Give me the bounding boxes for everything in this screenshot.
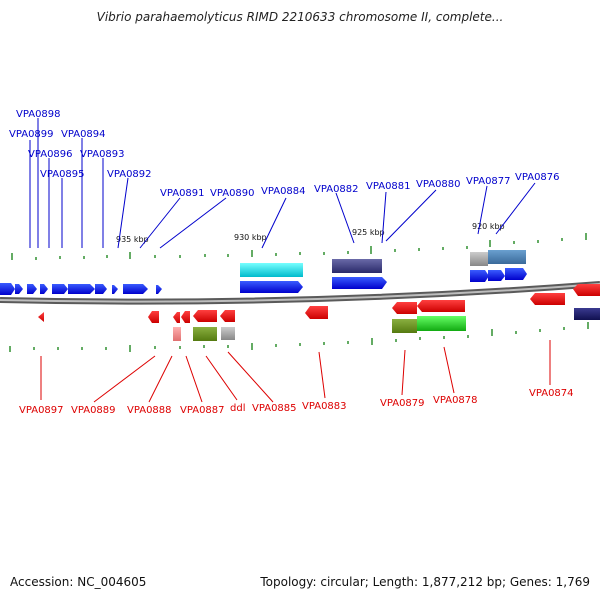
gene-arrow-rev[interactable] [417,300,465,312]
gene-arrow-rev[interactable] [573,284,600,296]
gene-arrow-fwd[interactable] [40,284,48,294]
scale-label-925: 925 kbp [352,228,385,237]
feature-box-olive-2[interactable] [392,319,417,333]
gene-label[interactable]: VPA0898 [16,109,61,120]
map-title: Vibrio parahaemolyticus RIMD 2210633 chr… [96,10,504,24]
gene-arrow-rev[interactable] [193,310,217,322]
reverse-strand-genes[interactable] [38,284,600,323]
gene-arrow-rev[interactable] [530,293,565,305]
gene-label[interactable]: VPA0874 [529,388,574,399]
gene-arrow-fwd[interactable] [505,268,527,280]
gene-label[interactable]: VPA0895 [40,169,85,180]
gene-label[interactable]: VPA0894 [61,129,106,140]
gene-label[interactable]: VPA0888 [127,405,172,416]
backbone-highlight [0,283,600,303]
gene-arrow-fwd[interactable] [332,277,387,289]
gene-arrow-fwd[interactable] [0,283,15,295]
gene-arrow-rev[interactable] [38,312,44,322]
gene-label[interactable]: VPA0884 [261,186,306,197]
gene-arrow-rev[interactable] [220,310,235,322]
gene-arrow-fwd[interactable] [27,284,37,294]
gene-label[interactable]: VPA0881 [366,181,411,192]
reverse-feature-boxes[interactable] [173,316,466,341]
gene-label[interactable]: VPA0897 [19,405,64,416]
gene-arrow-fwd[interactable] [52,284,68,294]
top-scale-ticks [11,233,587,260]
reverse-leader-lines [40,340,551,403]
feature-box-gray-small[interactable] [221,327,235,340]
gene-label[interactable]: VPA0878 [433,395,478,406]
gene-arrow-fwd[interactable] [123,284,148,294]
gene-label[interactable]: VPA0891 [160,188,205,199]
gene-label[interactable]: VPA0880 [416,179,461,190]
gene-arrow-fwd[interactable] [240,281,303,293]
genome-summary-text: Topology: circular; Length: 1,877,212 bp… [260,575,590,589]
gene-arrow-rev[interactable] [181,311,190,323]
gene-label[interactable]: VPA0885 [252,403,297,414]
scale-label-935: 935 kbp [116,235,149,244]
feature-box-navy[interactable] [332,259,382,273]
gene-arrow-fwd[interactable] [68,284,95,294]
bottom-scale-ticks [9,322,589,352]
feature-box-green[interactable] [417,316,466,331]
gene-label[interactable]: VPA0893 [80,149,125,160]
gene-label[interactable]: VPA0879 [380,398,425,409]
gene-label[interactable]: VPA0887 [180,405,225,416]
gene-label[interactable]: VPA0876 [515,172,560,183]
gene-arrow-rev[interactable] [392,302,417,314]
forward-strand-genes[interactable] [0,268,527,295]
gene-arrow-fwd[interactable] [488,270,505,281]
feature-box-cyan[interactable] [240,263,303,277]
gene-label[interactable]: VPA0877 [466,176,511,187]
accession-text: Accession: NC_004605 [10,575,147,589]
gene-arrow-fwd[interactable] [15,284,23,294]
gene-arrow-fwd[interactable] [470,270,489,282]
scale-label-920: 920 kbp [472,222,505,231]
gene-label[interactable]: VPA0896 [28,149,73,160]
gene-arrow-fwd[interactable] [156,285,162,294]
forward-feature-boxes[interactable] [240,250,526,277]
scale-label-930: 930 kbp [234,233,267,242]
gene-label[interactable]: VPA0889 [71,405,116,416]
gene-arrow-rev-dark[interactable] [574,308,600,320]
gene-arrow-fwd[interactable] [95,284,107,294]
gene-arrow-rev[interactable] [305,306,328,319]
gene-label[interactable]: VPA0899 [9,129,54,140]
gene-label[interactable]: ddl [230,403,245,414]
feature-box-steel[interactable] [488,250,526,264]
forward-gene-labels: VPA0898 VPA0899 VPA0896 VPA0894 VPA0895 … [9,109,560,199]
gene-arrow-rev[interactable] [173,312,180,323]
reverse-gene-labels: VPA0897 VPA0889 VPA0888 VPA0887 ddl VPA0… [19,388,574,416]
gene-label[interactable]: VPA0882 [314,184,359,195]
gene-label[interactable]: VPA0892 [107,169,152,180]
gene-arrow-fwd[interactable] [112,285,118,294]
forward-leader-lines [29,118,536,249]
feature-box-pink[interactable] [173,327,181,341]
gene-label[interactable]: VPA0883 [302,401,347,412]
feature-box-gray[interactable] [470,252,488,266]
feature-box-olive[interactable] [193,327,217,341]
gene-arrow-rev[interactable] [148,311,159,323]
gene-label[interactable]: VPA0890 [210,188,255,199]
